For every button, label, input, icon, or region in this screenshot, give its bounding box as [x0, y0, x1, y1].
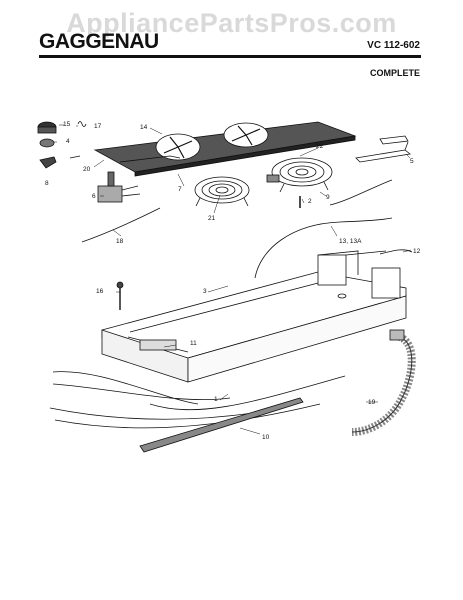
callout-10: 10 — [262, 434, 270, 441]
insulation-strip — [139, 397, 304, 453]
part-8 — [39, 156, 57, 169]
cable-18 — [81, 207, 161, 243]
cooktop-housing — [101, 250, 407, 383]
model-number: VC 112-602 — [367, 40, 420, 51]
burner-disc-left — [155, 133, 201, 161]
callout-11: 11 — [190, 340, 197, 347]
callout-12: 12 — [413, 248, 421, 255]
energy-switch — [97, 171, 141, 203]
callout-1: 1 — [214, 396, 218, 403]
callout-3: 3 — [203, 288, 207, 295]
cable-9 — [329, 179, 393, 206]
callout-13: 13, 13A — [339, 238, 362, 245]
callout-5: 5 — [410, 158, 414, 165]
callout-15: 15 — [63, 121, 71, 128]
callout-18: 18 — [116, 238, 124, 245]
callout-4: 4 — [66, 138, 70, 145]
knob-ring — [39, 138, 55, 148]
heating-element-21 — [194, 176, 250, 207]
header-rule — [39, 55, 421, 58]
callout-16: 16 — [96, 288, 104, 295]
callout-8: 8 — [45, 180, 49, 187]
cable-12 — [379, 249, 413, 255]
callout-14: 14 — [140, 124, 148, 131]
status-label: COMPLETE — [369, 68, 420, 78]
callout-9: 9 — [326, 194, 330, 201]
callout-2: 2 — [308, 198, 312, 205]
callout-labels: 15 17 14 4 20 8 6 7 21 22 5 9 2 18 13, 1… — [45, 121, 421, 441]
callout-7: 7 — [178, 186, 182, 193]
brand-logo: GAGGENAU — [39, 30, 159, 53]
flexible-conduit — [351, 332, 416, 436]
callout-22: 22 — [316, 143, 324, 150]
burner-disc-right — [223, 122, 269, 148]
knob-spring — [77, 121, 87, 127]
cable-13 — [254, 217, 393, 279]
cable-bundle — [49, 371, 346, 429]
heating-element-22 — [266, 157, 333, 193]
callout-20: 20 — [83, 166, 91, 173]
callout-21: 21 — [208, 215, 216, 222]
bracket — [355, 135, 411, 163]
callout-17: 17 — [94, 123, 102, 130]
watermark: AppliancePartsPros.com — [66, 8, 397, 38]
callout-19: 19 — [368, 399, 376, 406]
callout-6: 6 — [92, 193, 96, 200]
